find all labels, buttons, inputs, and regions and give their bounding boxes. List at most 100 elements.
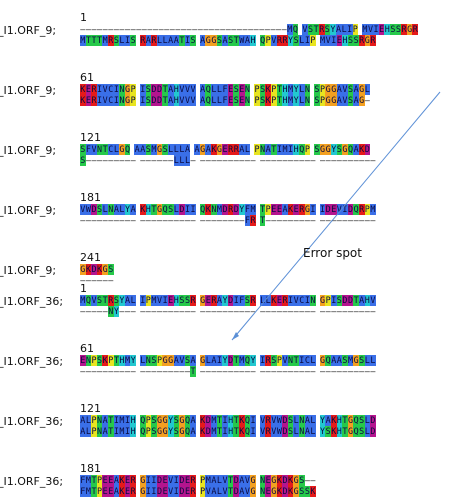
residue: A [80, 426, 86, 437]
residue: P [145, 295, 152, 306]
residue: I [124, 415, 131, 426]
residue: K [330, 415, 337, 426]
residue: – [108, 24, 114, 34]
residue: – [244, 366, 250, 376]
residue: – [85, 24, 91, 34]
residue: W [276, 426, 283, 437]
residue: G [319, 295, 326, 306]
residue: P [265, 204, 271, 215]
residue: E [167, 295, 174, 306]
residue: I [190, 204, 196, 215]
residue: L [184, 155, 191, 166]
residue: R [130, 475, 136, 486]
residue: – [353, 366, 359, 376]
residue: Q [184, 426, 191, 437]
residue: G [353, 355, 359, 366]
residue: H [336, 426, 343, 437]
residue: S [336, 144, 343, 155]
residue: H [145, 204, 152, 215]
residue: – [236, 24, 242, 34]
residue: D [222, 204, 228, 215]
residue: N [107, 306, 114, 317]
residue: L [130, 295, 136, 306]
residue: – [342, 366, 348, 376]
residue: T [216, 415, 223, 426]
residue: R [151, 35, 157, 46]
residue: R [190, 475, 196, 486]
residue: – [113, 155, 119, 165]
residue: S [347, 35, 354, 46]
residue: – [108, 366, 114, 376]
residue: – [97, 306, 103, 316]
residue: – [228, 306, 234, 316]
residue: – [85, 155, 91, 165]
residue: N [304, 84, 311, 95]
residue: M [151, 295, 157, 306]
residue: P [310, 35, 316, 46]
residue: G [156, 144, 163, 155]
residue: H [364, 295, 371, 306]
residue: – [205, 215, 211, 225]
residue: R [401, 24, 407, 35]
residue: – [151, 366, 157, 376]
residue: – [192, 24, 198, 34]
residue: Q [124, 144, 131, 155]
residue: P [254, 84, 260, 95]
residue: T [233, 415, 240, 426]
residue: F [222, 84, 228, 95]
residue: – [130, 24, 136, 34]
residue: L [244, 144, 251, 155]
residue: L [139, 355, 146, 366]
residue: C [298, 295, 305, 306]
residue: I [184, 204, 191, 215]
residue: V [190, 84, 196, 95]
block-start-number: 181 [80, 191, 101, 204]
residue: G [162, 426, 168, 437]
block-start-number: 121 [80, 402, 101, 415]
residue: – [164, 24, 170, 34]
residue: – [276, 155, 282, 165]
residue: A [167, 35, 174, 46]
residue: S [80, 144, 86, 155]
residue: – [353, 155, 359, 165]
residue: K [85, 264, 92, 275]
residue: S [151, 355, 157, 366]
residue: – [205, 366, 211, 376]
residue: – [125, 306, 131, 316]
residue: V [259, 415, 266, 426]
residue: N [259, 144, 266, 155]
residue: – [276, 366, 282, 376]
residue: – [102, 24, 108, 34]
residue: – [288, 215, 294, 225]
residue: D [282, 426, 288, 437]
residue: – [342, 155, 348, 165]
residue: R [318, 24, 325, 35]
residue: N [304, 95, 311, 106]
residue: L [298, 35, 305, 46]
residue: Y [222, 295, 228, 306]
residue: S [244, 295, 251, 306]
residue: S [342, 355, 348, 366]
residue: – [125, 366, 131, 376]
residue: I [319, 204, 326, 215]
residue: – [265, 215, 271, 225]
residue: T [85, 35, 92, 46]
residue: V [271, 426, 277, 437]
residue: – [125, 24, 131, 34]
residue: T [107, 415, 114, 426]
residue: H [384, 24, 391, 35]
residue: – [239, 215, 245, 225]
residue: – [265, 155, 271, 165]
residue: – [180, 24, 186, 34]
residue: – [130, 215, 136, 225]
residue: – [260, 366, 266, 376]
residue: R [91, 84, 97, 95]
